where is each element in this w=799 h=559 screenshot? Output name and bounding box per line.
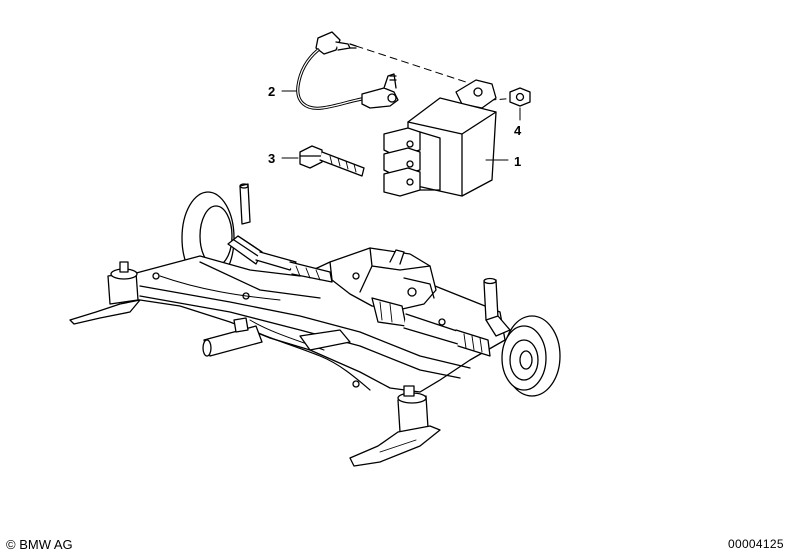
callout-3: 3: [268, 151, 276, 166]
stub-tube: [203, 325, 263, 357]
left-mount: [69, 261, 141, 325]
callout-1: 1: [514, 154, 522, 169]
sensor-cable-part: [296, 31, 399, 110]
right-drive-shaft: [371, 297, 491, 357]
nut-part: [509, 87, 531, 107]
diagram-number: 00004125: [728, 537, 784, 551]
control-unit-part: [383, 79, 497, 197]
copyright-label: © BMW AG: [6, 537, 73, 552]
callout-4: 4: [514, 123, 522, 138]
right-brake-disc: [483, 277, 561, 397]
bolt-part: [299, 145, 365, 177]
right-mount: [349, 385, 441, 467]
alignment-line-upper: [355, 45, 479, 87]
differential: [329, 247, 437, 311]
left-drive-shaft: [227, 235, 333, 283]
rear-axle-assembly: [69, 183, 561, 467]
callout-2: 2: [268, 84, 276, 99]
